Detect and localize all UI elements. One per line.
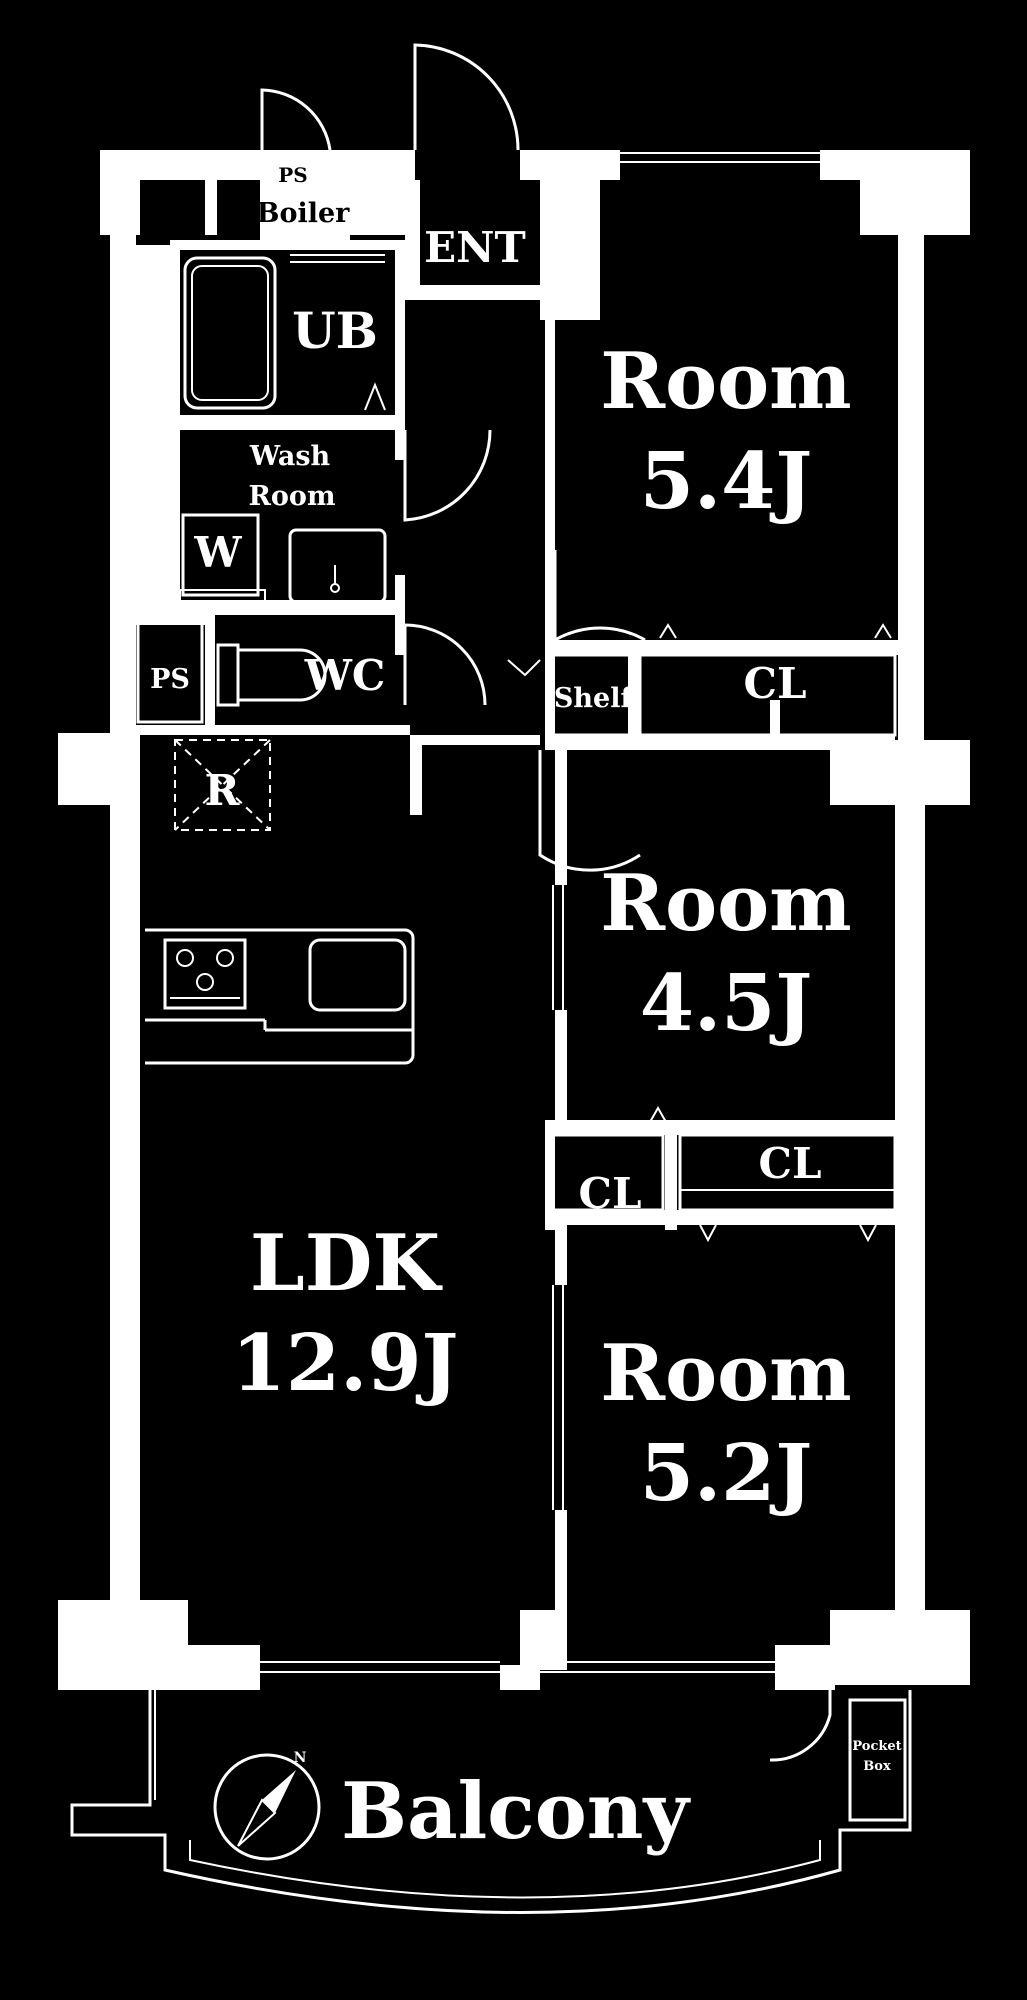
sb-right-label: SB xyxy=(549,254,591,285)
kitchen-counter xyxy=(145,928,415,1065)
walls xyxy=(58,150,970,1690)
compass-icon: N xyxy=(213,1750,321,1861)
room-3-name: Room xyxy=(600,1328,851,1419)
balcony xyxy=(70,1690,912,1914)
room-2-size: 4.5J xyxy=(640,958,813,1049)
balcony-label: Balcony xyxy=(341,1766,691,1857)
toilet-icon xyxy=(216,643,327,707)
washer-outline xyxy=(179,513,266,606)
windows xyxy=(260,152,825,1673)
ent-label: ENT xyxy=(424,223,526,272)
bathtub-icon xyxy=(183,254,386,411)
shelf-label: Shelf xyxy=(554,683,635,714)
cl-room2-label: CL xyxy=(759,1139,822,1188)
ps-left-label: PS xyxy=(150,664,190,695)
kitchen-sink-icon xyxy=(308,938,407,1012)
ps-top-label: PS xyxy=(278,163,307,187)
washer-label: W xyxy=(193,528,242,577)
cl-room1-label: CL xyxy=(744,659,807,708)
pocket-box-label-line1: Pocket xyxy=(852,1739,901,1754)
refrigerator-outline xyxy=(174,739,271,831)
sb-top-label: SB xyxy=(354,198,396,229)
gas-stove-icon xyxy=(163,938,247,1010)
pocket-box-label-line2: Box xyxy=(863,1759,891,1774)
room-1-size: 5.4J xyxy=(640,436,813,527)
ldk-name: LDK xyxy=(250,1218,443,1309)
wc-label: WC xyxy=(304,651,386,700)
boiler-label: Boiler xyxy=(257,198,351,229)
svg-text:N: N xyxy=(294,1750,307,1766)
cl-small-label: CL xyxy=(579,1169,642,1218)
wash-room-label-line1: Wash xyxy=(249,441,331,472)
interior-walls xyxy=(135,180,905,1670)
wash-room-label-line2: Room xyxy=(248,481,335,512)
ldk-size: 12.9J xyxy=(232,1318,459,1409)
room-3-size: 5.2J xyxy=(640,1428,813,1519)
refrigerator-label: R xyxy=(205,766,241,815)
room-1-name: Room xyxy=(600,336,851,427)
ub-label: UB xyxy=(292,301,378,360)
sink-icon xyxy=(288,528,387,604)
room-2-name: Room xyxy=(600,858,851,949)
doors xyxy=(260,43,892,1762)
